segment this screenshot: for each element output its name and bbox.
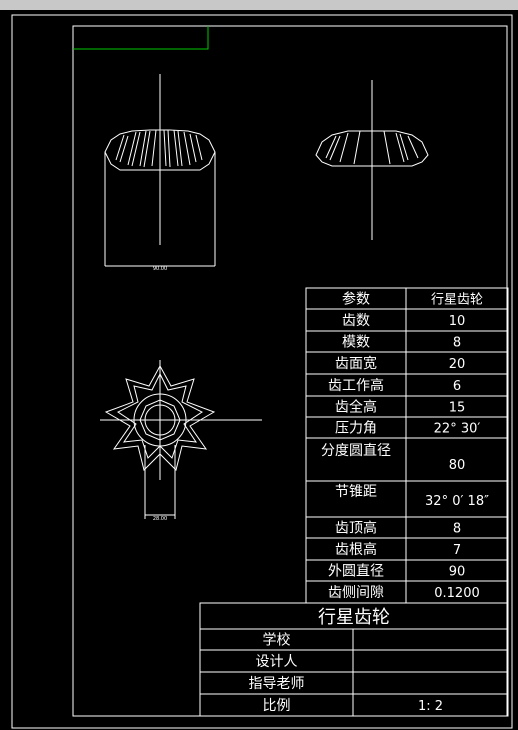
- gear-tooth-lines: [115, 129, 203, 167]
- param-value: 80: [449, 458, 466, 473]
- param-name: 齿工作高: [328, 377, 384, 394]
- param-value: 15: [449, 401, 466, 416]
- title-block-value: 1: 2: [418, 699, 443, 714]
- param-value: 6: [453, 379, 461, 394]
- param-value: 7: [453, 543, 461, 558]
- param-name: 外圆直径: [328, 563, 384, 580]
- window-toolbar-strip: [0, 0, 518, 10]
- gear-hub-octagon: [139, 399, 181, 441]
- dim-label-90: 90.00: [153, 266, 167, 272]
- param-name: 压力角: [335, 421, 377, 437]
- outer-border: [11, 14, 513, 729]
- param-name: 齿顶高: [335, 520, 377, 537]
- gear-teeth-profile: [104, 129, 216, 171]
- title-block-label: 指导老师: [249, 676, 305, 692]
- param-value: 32° 0′ 18″: [425, 494, 489, 509]
- gear-side-view: [315, 80, 429, 240]
- dim-label-28: 28.00: [153, 516, 167, 522]
- gear-front-view: [104, 74, 216, 267]
- param-value: 90: [449, 565, 466, 580]
- param-value: 0.1200: [434, 586, 480, 601]
- side-tooth-lines: [325, 130, 419, 165]
- title-block-label: 设计人: [256, 654, 298, 670]
- param-value: 22° 30′: [434, 422, 481, 437]
- title-block-label: 比例: [263, 698, 291, 714]
- side-tooth-lines-inner: [329, 133, 409, 161]
- title-block-frame: [199, 602, 509, 717]
- drawing-title: 行星齿轮: [318, 607, 390, 628]
- param-value: 8: [453, 336, 461, 351]
- param-name: 齿面宽: [335, 355, 377, 372]
- title-block-label: 学校: [263, 632, 291, 649]
- param-name: 齿根高: [335, 541, 377, 558]
- param-name: 齿侧间隙: [328, 585, 384, 601]
- param-name: 参数: [342, 291, 370, 308]
- param-name: 节锥距: [335, 484, 377, 500]
- side-teeth-profile: [315, 130, 429, 167]
- param-value: 10: [449, 314, 466, 329]
- title-corner-box: [73, 26, 209, 50]
- gear-tooth-lines-inner: [119, 129, 197, 168]
- gear-bore-circle: [144, 404, 176, 436]
- gear-top-view: [100, 360, 262, 519]
- param-value: 20: [449, 357, 466, 372]
- gear-star-outline: [104, 364, 216, 471]
- param-name: 分度圆直径: [321, 442, 391, 459]
- gear-root-circle: [133, 393, 187, 447]
- param-name: 齿全高: [335, 399, 377, 416]
- param-name: 齿数: [342, 313, 370, 329]
- param-name: 模数: [342, 335, 370, 351]
- param-value: 行星齿轮: [431, 293, 483, 308]
- param-value: 8: [453, 522, 461, 537]
